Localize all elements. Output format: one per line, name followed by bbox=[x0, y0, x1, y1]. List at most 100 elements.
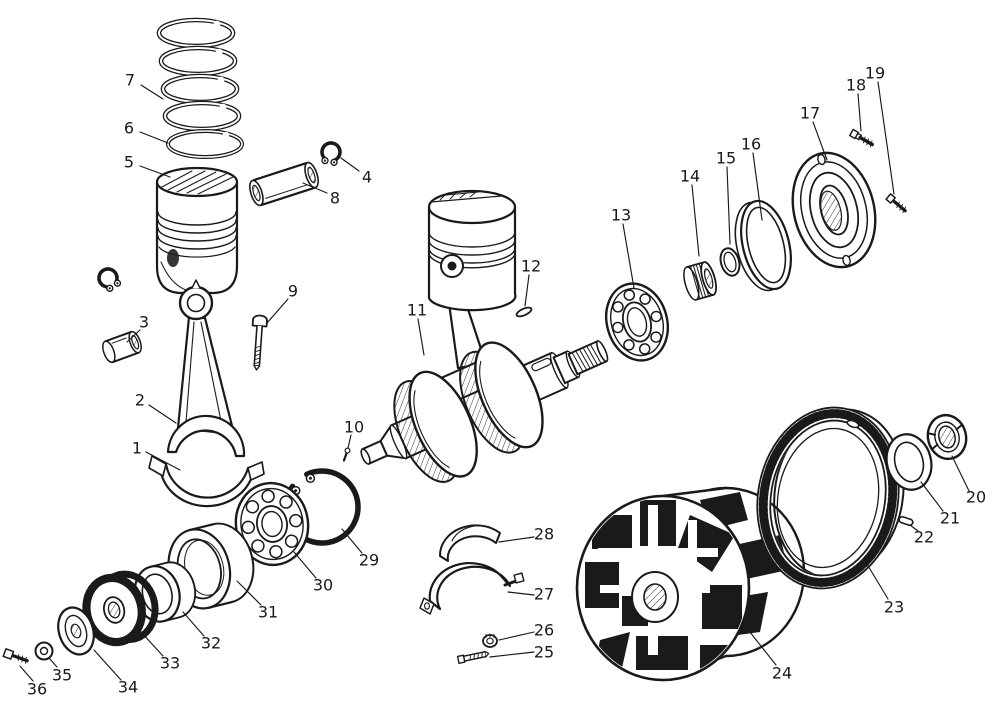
leader-line-34 bbox=[93, 649, 122, 681]
part-number-5: 5 bbox=[124, 153, 134, 172]
leader-line-17 bbox=[812, 121, 828, 161]
part-number-35: 35 bbox=[52, 666, 72, 685]
crankshaft-nut bbox=[926, 413, 968, 461]
leader-line-15 bbox=[726, 166, 731, 245]
part-number-28: 28 bbox=[534, 525, 554, 544]
leader-line-9 bbox=[266, 298, 289, 324]
crankshaft bbox=[360, 340, 609, 483]
leader-line-28 bbox=[498, 536, 535, 543]
leader-line-18 bbox=[857, 93, 862, 132]
leader-line-4 bbox=[340, 157, 360, 172]
part-number-36: 36 bbox=[27, 680, 47, 699]
part-number-18: 18 bbox=[846, 76, 866, 95]
flywheel-key bbox=[898, 515, 914, 527]
part-number-10: 10 bbox=[344, 418, 364, 437]
cap-screw bbox=[456, 650, 490, 665]
leader-line-23 bbox=[866, 563, 889, 600]
part-number-11: 11 bbox=[407, 301, 427, 320]
lock-washer bbox=[885, 433, 933, 491]
leader-line-13 bbox=[622, 223, 635, 289]
drive-gear bbox=[82, 570, 159, 647]
leader-line-20 bbox=[951, 455, 970, 492]
leader-line-31 bbox=[236, 580, 262, 606]
leader-line-8 bbox=[302, 182, 328, 194]
part-number-15: 15 bbox=[716, 149, 736, 168]
spacer-ring bbox=[719, 247, 741, 277]
part-number-2: 2 bbox=[135, 391, 145, 410]
bearing-cap-lower bbox=[419, 562, 525, 615]
compression-ring bbox=[160, 73, 240, 105]
part-number-33: 33 bbox=[160, 654, 180, 673]
ball-bearing-drive bbox=[234, 481, 310, 567]
part-number-8: 8 bbox=[330, 189, 340, 208]
ball-bearing-main bbox=[605, 282, 669, 362]
leader-line-16 bbox=[752, 152, 763, 221]
leader-line-36 bbox=[19, 665, 34, 682]
leader-line-14 bbox=[691, 184, 700, 257]
leader-line-3 bbox=[126, 329, 141, 343]
leader-line-12 bbox=[524, 274, 530, 307]
cover-screw bbox=[848, 128, 874, 148]
part-number-26: 26 bbox=[534, 621, 554, 640]
part-number-29: 29 bbox=[359, 551, 379, 570]
cover-screw bbox=[885, 193, 907, 214]
leader-line-32 bbox=[182, 611, 205, 637]
leader-line-22 bbox=[909, 524, 919, 532]
callout-layer: 1234567891011121314151617181920212223242… bbox=[19, 64, 986, 699]
circlip bbox=[97, 267, 122, 293]
part-number-25: 25 bbox=[534, 643, 554, 662]
leader-line-2 bbox=[148, 404, 177, 424]
starter-ring-gear bbox=[756, 406, 905, 590]
part-number-23: 23 bbox=[884, 598, 904, 617]
cap-nut bbox=[482, 633, 498, 648]
rod-bolt bbox=[251, 314, 268, 371]
compression-ring bbox=[158, 45, 238, 77]
bearing-cover bbox=[791, 151, 877, 269]
part-number-16: 16 bbox=[741, 135, 761, 154]
woodruff-key bbox=[515, 306, 533, 318]
leader-line-30 bbox=[293, 551, 317, 579]
part-number-27: 27 bbox=[534, 585, 554, 604]
leader-line-33 bbox=[140, 631, 164, 657]
part-number-34: 34 bbox=[118, 678, 138, 697]
leader-line-24 bbox=[741, 621, 777, 666]
dowel-pin-small bbox=[342, 447, 351, 462]
part-number-20: 20 bbox=[966, 488, 986, 507]
part-number-32: 32 bbox=[201, 634, 221, 653]
roller-bearing-cage bbox=[683, 261, 717, 301]
leader-line-21 bbox=[920, 481, 944, 512]
bearing-sleeve bbox=[167, 522, 255, 610]
end-screw bbox=[2, 648, 29, 664]
leader-line-11 bbox=[417, 318, 425, 356]
part-number-24: 24 bbox=[772, 664, 792, 683]
leader-line-25 bbox=[489, 651, 535, 658]
big-end-bearing-cap bbox=[148, 455, 265, 508]
part-number-19: 19 bbox=[865, 64, 885, 83]
circlip bbox=[320, 141, 342, 167]
small-end-bushing bbox=[102, 330, 142, 364]
leader-line-26 bbox=[498, 631, 535, 641]
leader-line-1 bbox=[145, 451, 181, 471]
part-number-21: 21 bbox=[940, 509, 960, 528]
part-number-3: 3 bbox=[139, 313, 149, 332]
part-number-12: 12 bbox=[521, 257, 541, 276]
compression-ring bbox=[156, 17, 236, 49]
plain-washer bbox=[34, 641, 54, 661]
part-number-31: 31 bbox=[258, 603, 278, 622]
part-number-9: 9 bbox=[288, 282, 298, 301]
part-number-4: 4 bbox=[362, 168, 372, 187]
bearing-shell-upper bbox=[438, 524, 501, 562]
connecting-rod bbox=[166, 279, 246, 458]
flywheel bbox=[575, 486, 806, 682]
leader-line-29 bbox=[341, 528, 363, 554]
part-number-6: 6 bbox=[124, 119, 134, 138]
part-number-22: 22 bbox=[914, 528, 934, 547]
compression-ring bbox=[162, 100, 242, 132]
leader-line-19 bbox=[877, 81, 895, 195]
leader-line-35 bbox=[48, 657, 58, 668]
part-number-14: 14 bbox=[680, 167, 700, 186]
part-number-1: 1 bbox=[132, 439, 142, 458]
leader-line-10 bbox=[347, 434, 352, 449]
